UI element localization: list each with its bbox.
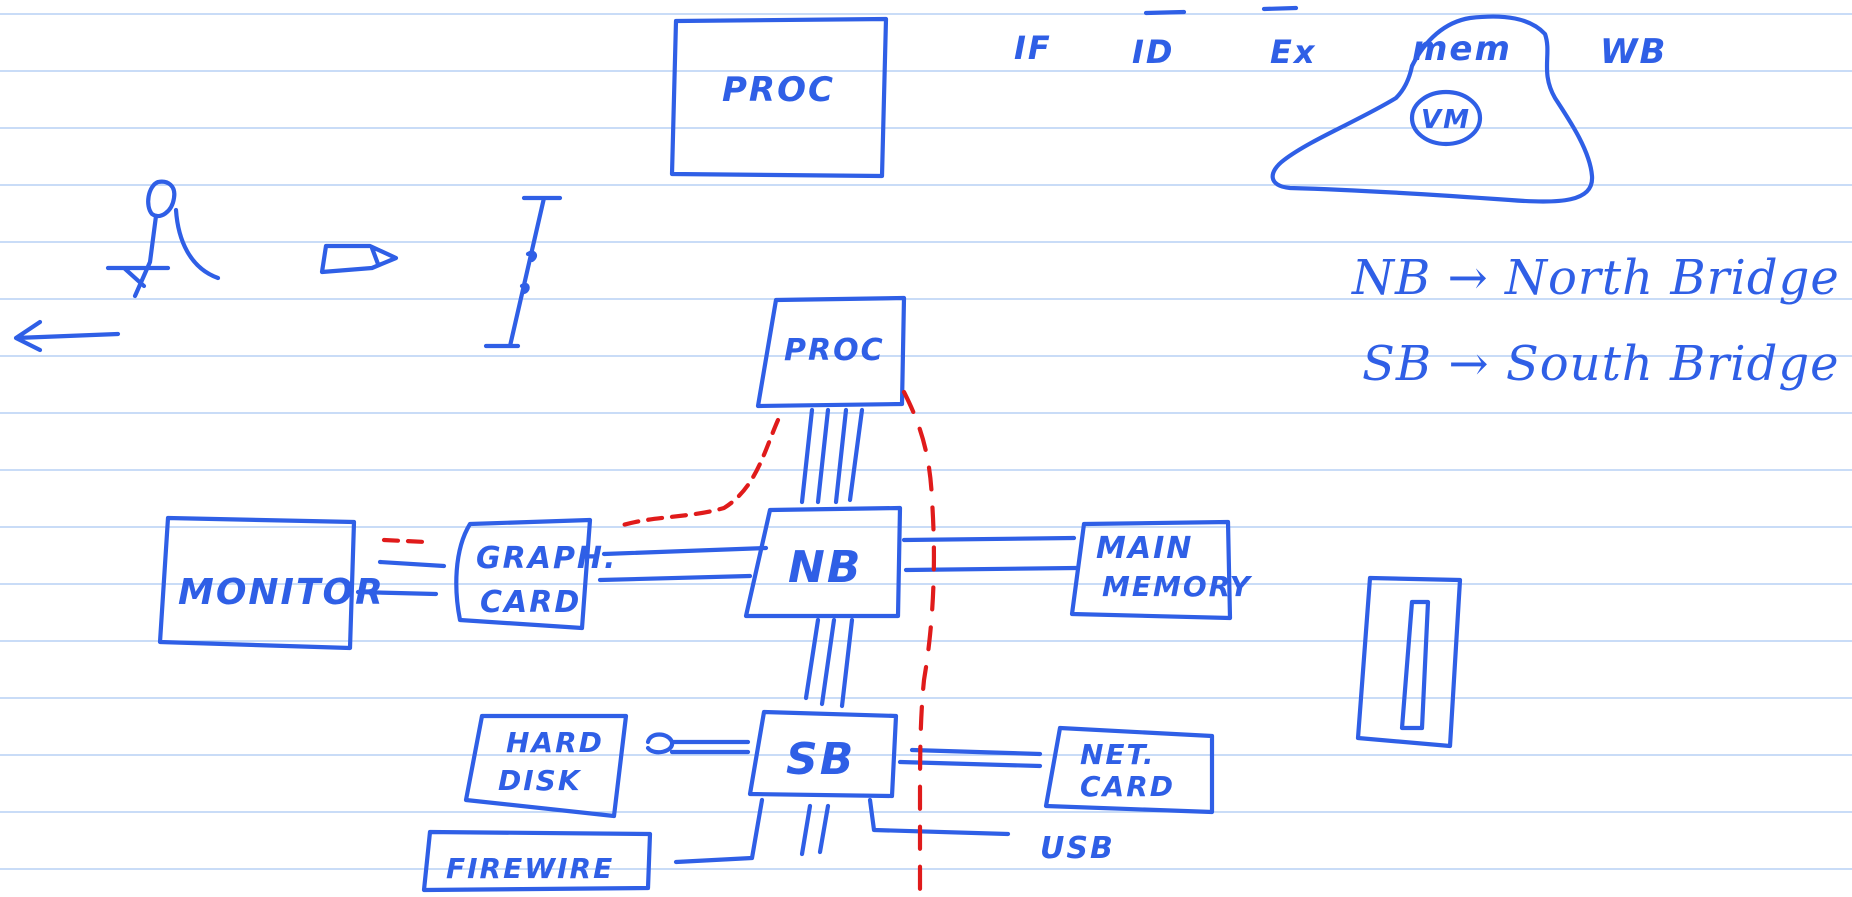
net-card-label-1: NET.	[1080, 738, 1156, 771]
firewire-label: FIREWIRE	[446, 852, 614, 885]
main-memory-box	[1069, 519, 1233, 621]
nb-box	[743, 505, 903, 619]
i-beam-sketch	[483, 195, 563, 349]
stage-if: IF	[1014, 29, 1052, 67]
ruled-lines	[0, 13, 1852, 870]
disk-sb-link	[645, 732, 751, 755]
stage-id: ID	[1132, 33, 1174, 71]
monitor-box	[157, 515, 357, 651]
red-dashed-proc-to-graph	[617, 417, 781, 529]
stage-mem: mem	[1412, 29, 1512, 69]
system-diagram: PROC NB SB MONITOR GRAPH. CARD MAIN MEMO…	[157, 295, 1463, 893]
graph-card-label-2: CARD	[480, 585, 581, 620]
net-card-label-2: CARD	[1080, 770, 1175, 803]
abbreviation-legend: NB → North Bridge SB → South Bridge	[1351, 250, 1840, 392]
stick-figure-head	[146, 179, 177, 219]
legend-sb: SB → South Bridge	[1362, 336, 1839, 392]
arrow-left	[13, 319, 121, 353]
usb-label: USB	[1040, 831, 1115, 866]
stage-ex: Ex	[1270, 33, 1317, 71]
main-memory-label-1: MAIN	[1096, 531, 1193, 566]
stage-id-overbar	[1143, 9, 1187, 16]
pipeline-stages: IF ID Ex mem WB VM	[1014, 5, 1667, 204]
red-dashed-boundary	[901, 389, 937, 893]
expansion-card-sketch	[1355, 575, 1463, 749]
sb-box	[747, 709, 899, 799]
stick-figure-sketch	[13, 179, 221, 353]
legend-nb: NB → North Bridge	[1351, 250, 1840, 306]
i-beam	[483, 195, 563, 349]
monitor-graph-link	[355, 559, 447, 597]
sb-lower-bus	[799, 803, 831, 857]
proc-label: PROC	[784, 333, 885, 368]
pencil-sketch	[319, 243, 399, 275]
nb-memory-link	[901, 535, 1079, 573]
nb-label: NB	[788, 542, 862, 593]
stage-wb: WB	[1600, 32, 1667, 72]
main-memory-label-2: MEMORY	[1102, 570, 1253, 603]
vm-circle	[1409, 89, 1483, 147]
vm-label: VM	[1421, 105, 1471, 135]
top-proc-label: PROC	[722, 70, 835, 110]
hard-disk-label-1: HARD	[506, 726, 604, 759]
stage-ex-overbar	[1261, 5, 1299, 12]
pencil-outline	[319, 243, 399, 275]
hard-disk-label-2: DISK	[498, 764, 582, 797]
red-dashed-monitor	[381, 537, 429, 545]
nb-sb-bus	[803, 617, 855, 709]
top-proc-box	[669, 16, 889, 179]
monitor-label: MONITOR	[178, 572, 385, 613]
net-card-box	[1043, 725, 1215, 815]
proc-box	[755, 295, 907, 409]
sb-label: SB	[786, 734, 855, 785]
sb-net-link	[897, 747, 1043, 769]
graph-nb-link	[597, 545, 769, 583]
graph-card-box	[454, 517, 593, 631]
sb-usb-link	[867, 797, 1011, 837]
hard-disk-box	[463, 713, 629, 819]
top-proc-block: PROC	[669, 16, 889, 179]
graph-card-label-1: GRAPH.	[476, 541, 617, 576]
mem-blob-outline	[1270, 14, 1595, 204]
stick-figure-body	[105, 207, 221, 299]
firewire-box	[421, 829, 653, 893]
proc-nb-bus	[799, 407, 865, 505]
sb-firewire-link	[673, 797, 765, 865]
